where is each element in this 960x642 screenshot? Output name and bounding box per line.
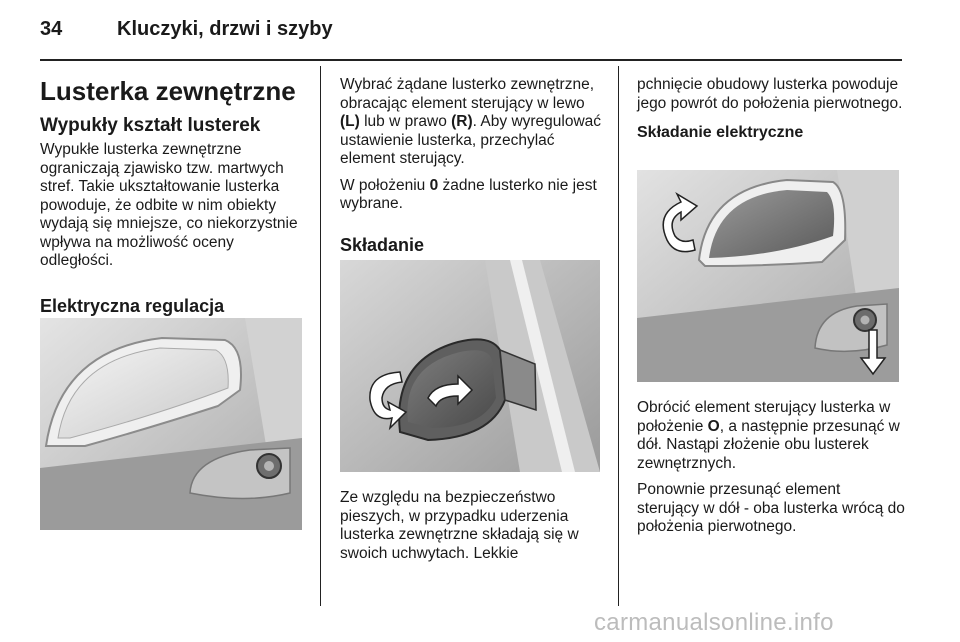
page-number: 34 bbox=[40, 18, 63, 40]
column-1: Lusterka zewnętrzne Wypukły kształt lust… bbox=[40, 76, 308, 317]
unfold-paragraph: Ponownie przesunąć element sterujący w d… bbox=[637, 481, 905, 535]
electric-folding-title: Składanie elektryczne bbox=[637, 124, 804, 141]
right-label: (R) bbox=[451, 113, 473, 130]
column-divider-2 bbox=[618, 66, 619, 606]
mirror-adjustment-illustration bbox=[40, 318, 302, 530]
subsection-title-convex: Wypukły kształt lusterek bbox=[40, 115, 261, 136]
subsection-title-electric: Elektryczna regulacja bbox=[40, 295, 225, 316]
electric-fold-paragraph: Obrócić element sterujący lusterka w poł… bbox=[637, 399, 900, 472]
zero-label: 0 bbox=[429, 176, 439, 194]
column-2: Wybrać żądane lusterko zewnętrzne, obrac… bbox=[340, 76, 608, 256]
column-3: pchnięcie obudowy lusterka powoduje jego… bbox=[637, 76, 905, 143]
convex-paragraph: Wypukłe lusterka zewnętrzne ograniczają … bbox=[40, 141, 298, 269]
electric-folding-illustration bbox=[637, 170, 899, 382]
o-position-label: O bbox=[707, 417, 720, 435]
chapter-title: Kluczyki, drzwi i szyby bbox=[117, 18, 333, 40]
section-title: Lusterka zewnętrzne bbox=[40, 76, 296, 106]
left-label: (L) bbox=[340, 113, 360, 130]
manual-fold-back-paragraph: pchnięcie obudowy lusterka powoduje jego… bbox=[637, 76, 903, 112]
folding-title: Składanie bbox=[340, 234, 425, 255]
mirror-folding-illustration bbox=[340, 260, 600, 472]
folding-paragraph: Ze względu na bezpieczeństwo pieszych, w… bbox=[340, 489, 579, 562]
select-mirror-paragraph: Wybrać żądane lusterko zewnętrzne, obrac… bbox=[340, 76, 602, 167]
header-rule bbox=[40, 59, 902, 61]
watermark: carmanualsonline.info bbox=[594, 609, 834, 636]
column-3-lower: Obrócić element sterujący lusterka w poł… bbox=[637, 399, 905, 545]
column-2-lower: Ze względu na bezpieczeństwo pieszych, w… bbox=[340, 489, 608, 571]
column-divider-1 bbox=[320, 66, 321, 606]
neutral-position-paragraph: W położeniu 0 żadne lusterko nie jest wy… bbox=[340, 176, 597, 213]
